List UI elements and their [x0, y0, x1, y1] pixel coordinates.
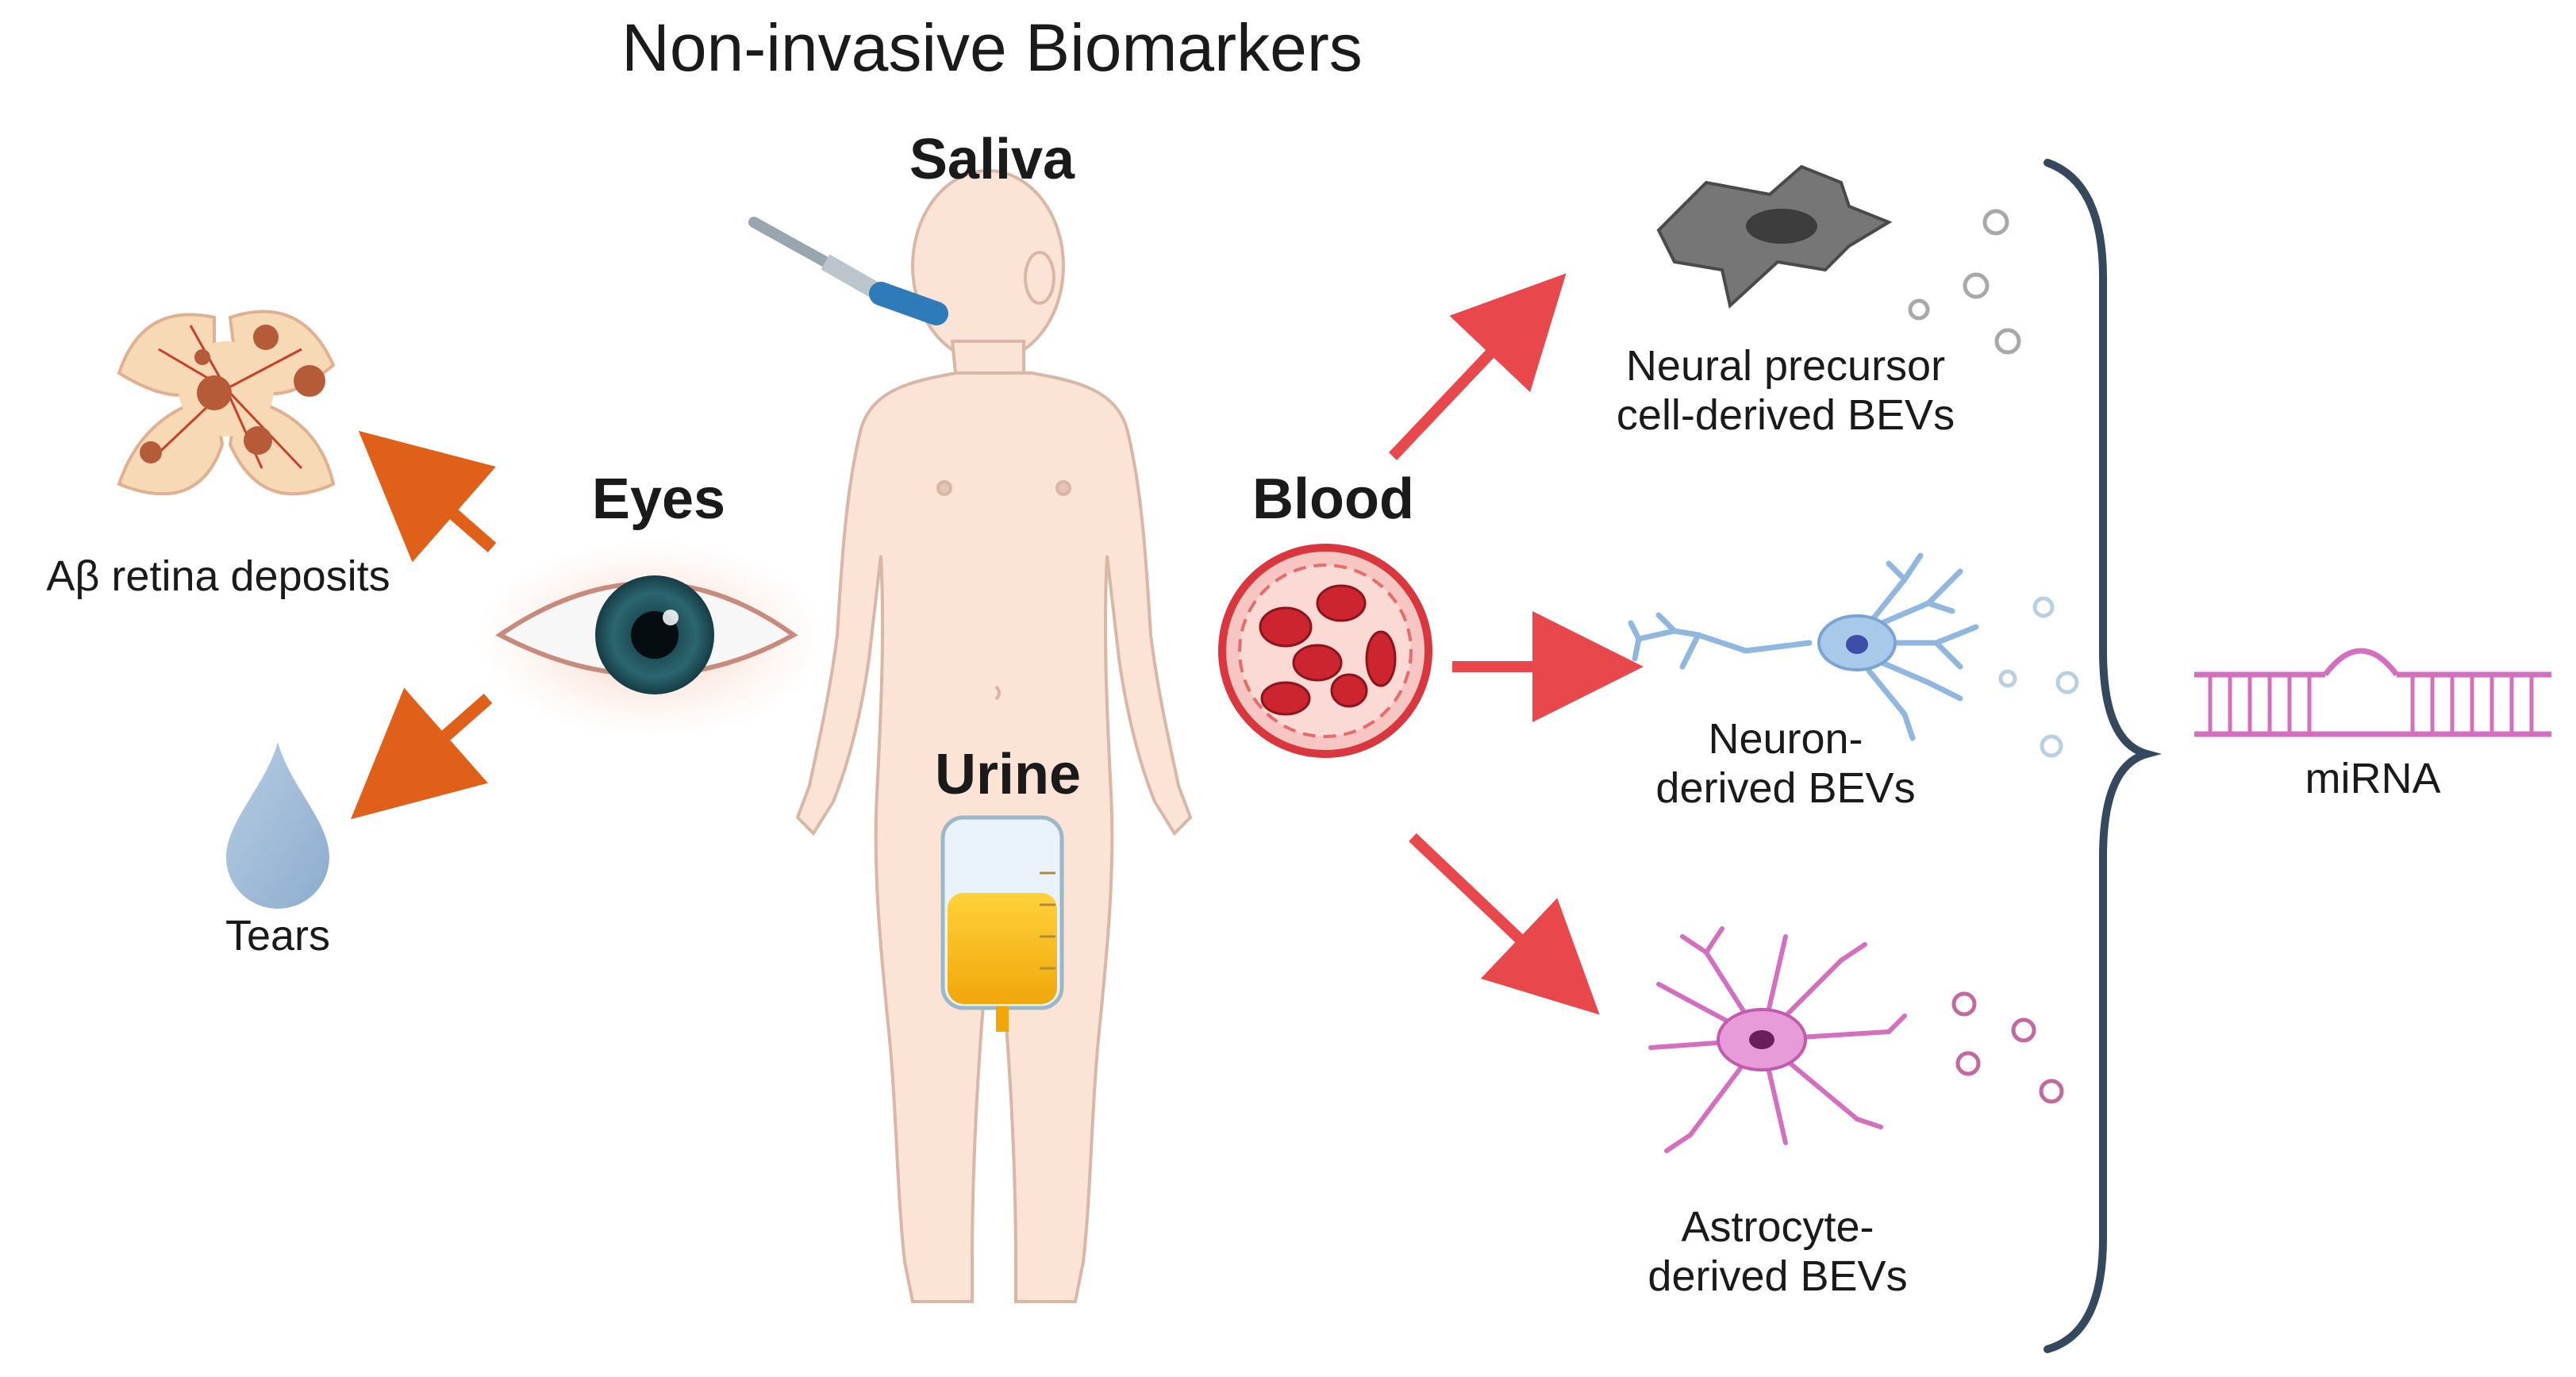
label-neural-precursor-line1: Neural precursor — [1625, 342, 1946, 390]
label-astrocyte-line2: derived BEVs — [1647, 1252, 1908, 1301]
arrow-blood-to-precursor — [1388, 273, 1567, 460]
astrocyte-icon — [1648, 926, 1907, 1153]
label-neural-precursor-bevs: Neural precursor cell-derived BEVs — [1555, 341, 2016, 440]
precursor-vesicles-icon — [1908, 209, 2021, 355]
arrow-blood-to-astrocyte — [1409, 833, 1600, 1015]
neuron-icon — [1628, 552, 1979, 741]
label-neural-precursor-line2: cell-derived BEVs — [1616, 391, 1955, 440]
label-astrocyte-line1: Astrocyte- — [1681, 1203, 1874, 1251]
human-body-icon — [795, 169, 1193, 1303]
label-tears: Tears — [225, 912, 331, 960]
tear-drop-icon — [226, 742, 329, 909]
eye-icon — [476, 540, 825, 738]
astrocyte-vesicles-icon — [1951, 991, 2064, 1104]
arrow-eye-to-retina — [358, 430, 497, 563]
blood-cells-icon — [1218, 544, 1432, 758]
label-mirna: miRNA — [2305, 755, 2441, 802]
neural-precursor-cell-icon — [1656, 164, 1893, 309]
mirna-icon — [2194, 648, 2551, 737]
arrow-eye-to-tears — [350, 687, 493, 820]
label-urine: Urine — [934, 743, 1082, 806]
grouping-brace — [2043, 159, 2162, 1353]
label-neuron-line2: derived BEVs — [1655, 764, 1916, 813]
label-eyes: Eyes — [591, 467, 726, 531]
label-neuron-line1: Neuron- — [1708, 715, 1863, 763]
label-neuron-bevs: Neuron- derived BEVs — [1579, 714, 1992, 813]
neuron-vesicles-icon — [1998, 596, 2079, 758]
saliva-swab-icon — [748, 217, 948, 325]
label-blood: Blood — [1252, 467, 1414, 531]
label-saliva: Saliva — [909, 128, 1075, 191]
diagram-title: Non-invasive Biomarkers — [621, 10, 1363, 85]
urine-bag-icon — [940, 815, 1064, 1032]
label-retina-deposits: Aβ retina deposits — [46, 552, 390, 600]
retina-deposits-icon — [117, 310, 336, 496]
label-astrocyte-bevs: Astrocyte- derived BEVs — [1571, 1202, 1984, 1301]
